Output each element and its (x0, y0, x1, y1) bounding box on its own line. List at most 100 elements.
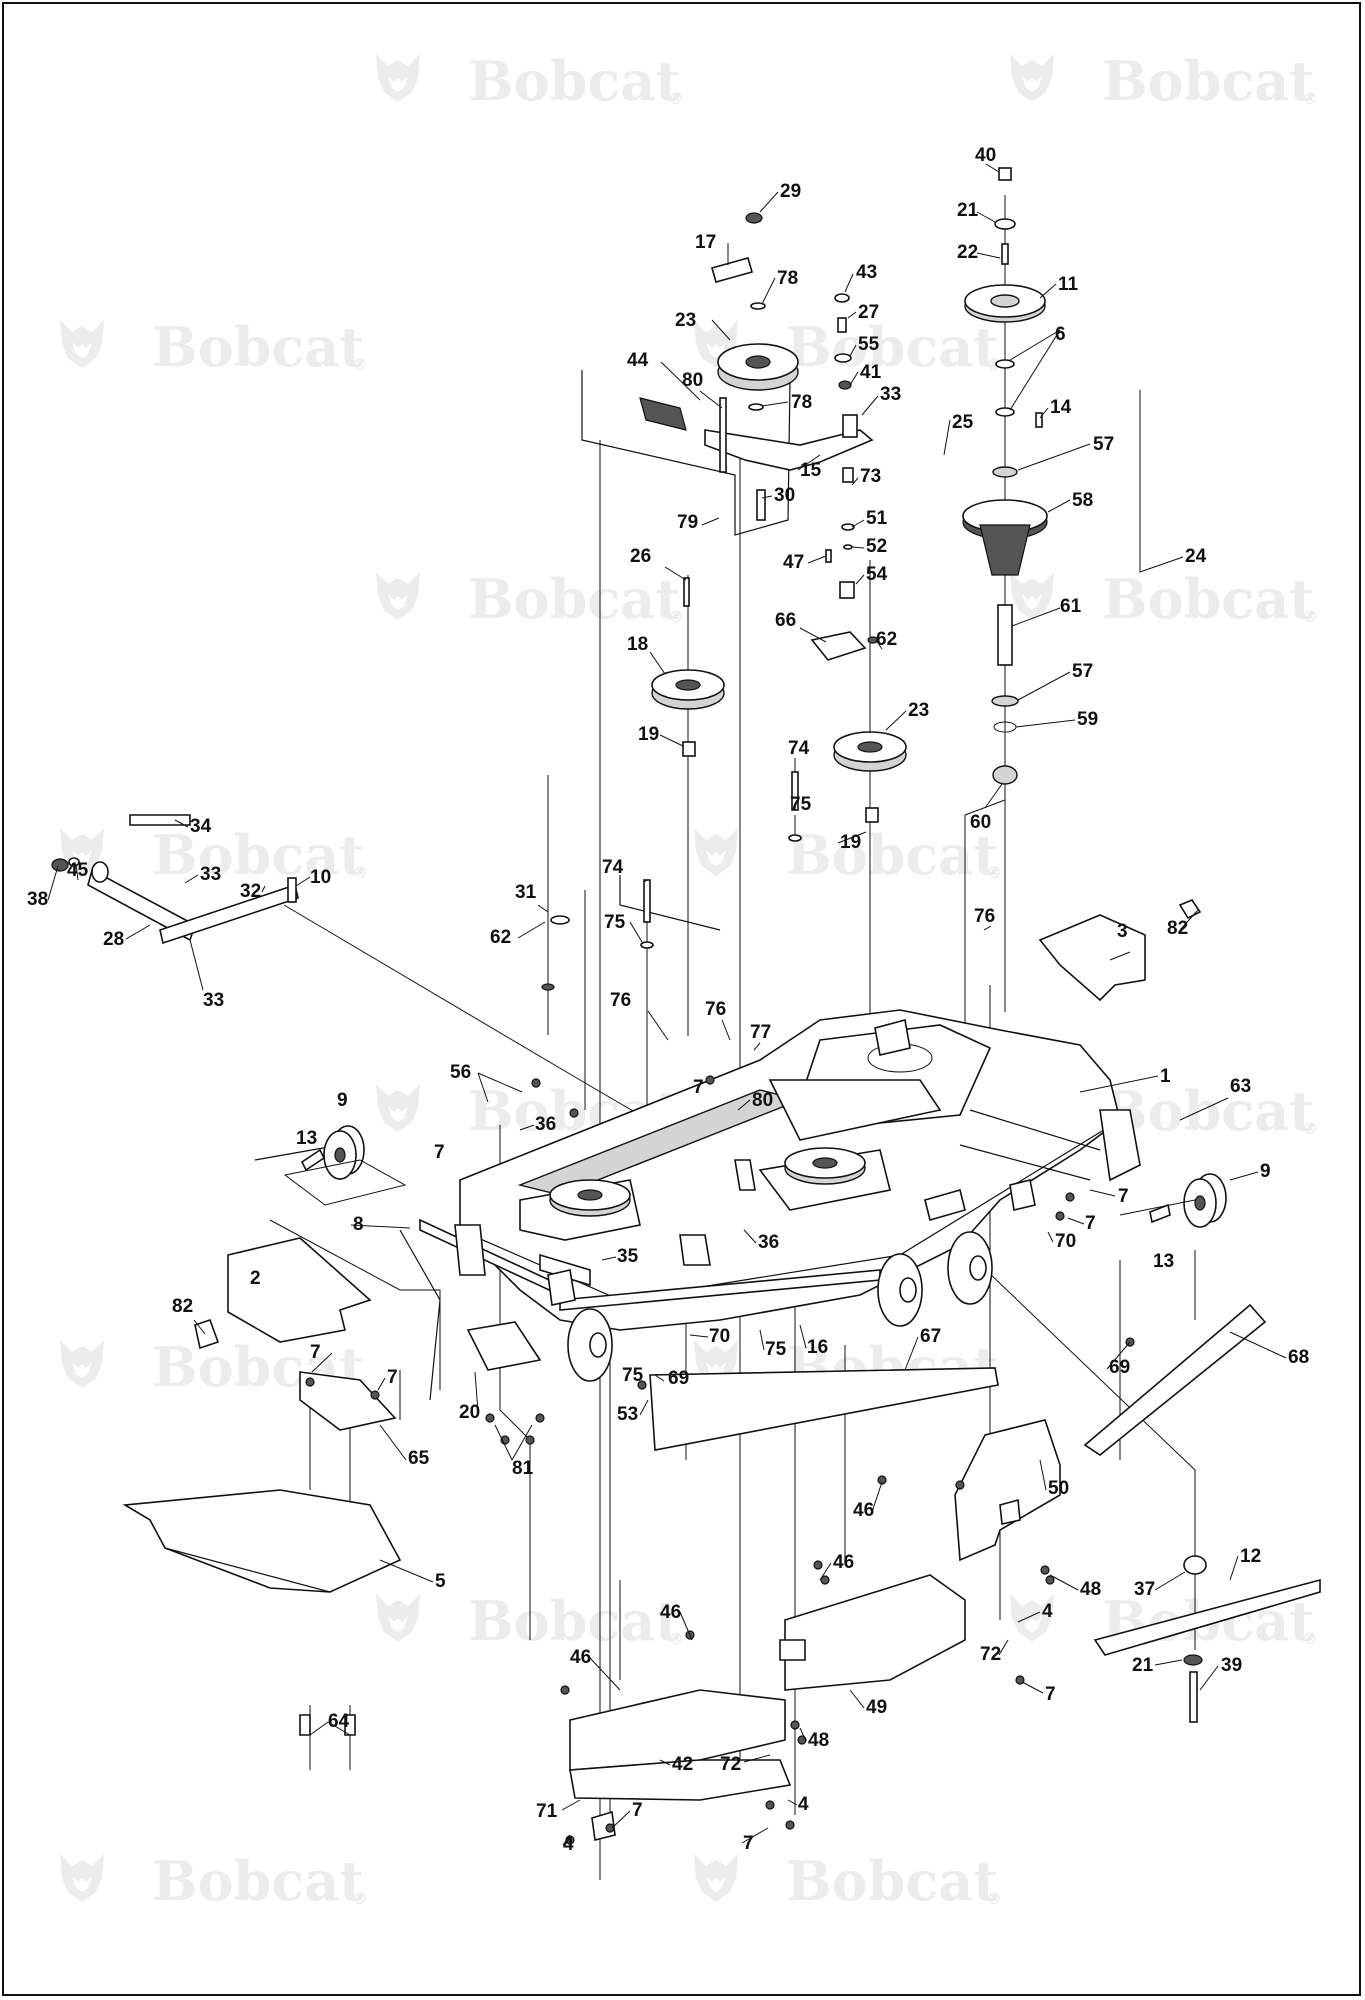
callout-21: 21 (1132, 1655, 1154, 1676)
callout-72: 72 (720, 1754, 741, 1775)
bobcat-logo-icon (60, 320, 104, 368)
callout-16: 16 (807, 1337, 828, 1358)
callout-2: 2 (250, 1268, 261, 1289)
callout-6: 6 (1055, 324, 1066, 345)
callout-62: 62 (490, 927, 511, 948)
callout-39: 39 (1221, 1655, 1242, 1676)
watermark-mark: ® (1302, 1629, 1318, 1648)
callout-1: 1 (1160, 1066, 1171, 1087)
callout-55: 55 (858, 334, 880, 355)
callout-30: 30 (774, 485, 795, 506)
callout-35: 35 (617, 1246, 639, 1267)
callout-7: 7 (693, 1077, 704, 1098)
watermark-brand: Bobcat (1102, 567, 1314, 631)
bobcat-logo-icon (694, 1854, 738, 1902)
callout-4: 4 (798, 1794, 809, 1815)
callout-57: 57 (1072, 661, 1093, 682)
callout-76: 76 (610, 990, 631, 1011)
callout-64: 64 (328, 1711, 350, 1732)
watermark-mark: ® (1302, 607, 1318, 626)
callout-14: 14 (1050, 397, 1072, 418)
callout-29: 29 (780, 181, 801, 202)
callout-75: 75 (765, 1339, 787, 1360)
callout-7: 7 (310, 1342, 321, 1363)
callout-79: 79 (677, 512, 698, 533)
callout-75: 75 (622, 1365, 644, 1386)
callout-18: 18 (627, 634, 648, 655)
callout-74: 74 (788, 738, 810, 759)
bobcat-logo-icon (376, 1084, 420, 1132)
callout-7: 7 (632, 1800, 643, 1821)
callout-80: 80 (682, 370, 703, 391)
bobcat-logo-icon (376, 1594, 420, 1642)
callout-23: 23 (908, 700, 929, 721)
shields-and-guards (122, 899, 1267, 1736)
callout-80: 80 (752, 1090, 773, 1111)
callout-25: 25 (952, 412, 974, 433)
watermark-brand: Bobcat (468, 567, 680, 631)
callout-68: 68 (1288, 1347, 1309, 1368)
callout-74: 74 (602, 857, 624, 878)
anti-scalp-arm (51, 814, 299, 945)
callout-12: 12 (1240, 1546, 1261, 1567)
callout-47: 47 (783, 552, 804, 573)
callout-70: 70 (1055, 1231, 1076, 1252)
callout-15: 15 (800, 460, 822, 481)
watermark-layer: Bobcat® Bobcat® Bobcat® Bobcat® Bobcat® … (60, 49, 1318, 1913)
watermark-brand: Bobcat (152, 315, 364, 379)
callout-71: 71 (536, 1801, 558, 1822)
callout-26: 26 (630, 546, 651, 567)
callout-44: 44 (627, 350, 649, 371)
watermark-brand: Bobcat (786, 1849, 998, 1913)
callout-66: 66 (775, 610, 796, 631)
watermark-mark: ® (668, 607, 684, 626)
callout-54: 54 (866, 564, 888, 585)
callout-36: 36 (758, 1232, 779, 1253)
callout-23: 23 (675, 310, 696, 331)
callout-58: 58 (1072, 490, 1093, 511)
callout-76: 76 (974, 906, 995, 927)
watermark-mark: ® (352, 355, 368, 374)
bobcat-logo-icon (376, 54, 420, 102)
callout-63: 63 (1230, 1076, 1251, 1097)
callout-42: 42 (672, 1754, 693, 1775)
callout-31: 31 (515, 882, 537, 903)
callout-27: 27 (858, 302, 879, 323)
callout-77: 77 (750, 1022, 771, 1043)
callout-32: 32 (240, 881, 261, 902)
callout-19: 19 (638, 724, 659, 745)
spindle-assembly (962, 167, 1048, 785)
callout-48: 48 (1080, 1579, 1101, 1600)
mower-deck-housing (419, 1009, 1141, 1331)
callout-7: 7 (434, 1142, 445, 1163)
bobcat-logo-icon (694, 828, 738, 876)
callout-17: 17 (695, 232, 716, 253)
watermark-brand: Bobcat (1102, 49, 1314, 113)
callout-53: 53 (617, 1404, 638, 1425)
callout-60: 60 (970, 812, 991, 833)
callout-78: 78 (791, 392, 812, 413)
leader-lines (47, 163, 1287, 1846)
callout-7: 7 (1118, 1186, 1129, 1207)
callout-76: 76 (705, 999, 726, 1020)
callout-82: 82 (172, 1296, 193, 1317)
bobcat-logo-icon (60, 1340, 104, 1388)
callout-3: 3 (1117, 921, 1128, 942)
callout-22: 22 (957, 242, 978, 263)
callout-65: 65 (408, 1448, 430, 1469)
callout-56: 56 (450, 1062, 471, 1083)
callout-37: 37 (1134, 1579, 1155, 1600)
watermark-brand: Bobcat (468, 49, 680, 113)
callout-4: 4 (563, 1834, 574, 1855)
callout-75: 75 (604, 912, 626, 933)
callout-46: 46 (853, 1500, 874, 1521)
caster-wheels (283, 1125, 1227, 1382)
callout-28: 28 (103, 929, 124, 950)
callout-78: 78 (777, 268, 798, 289)
callout-36: 36 (535, 1114, 556, 1135)
watermark-brand: Bobcat (786, 823, 998, 887)
callout-9: 9 (337, 1090, 348, 1111)
callout-48: 48 (808, 1730, 829, 1751)
callout-19: 19 (840, 832, 861, 853)
